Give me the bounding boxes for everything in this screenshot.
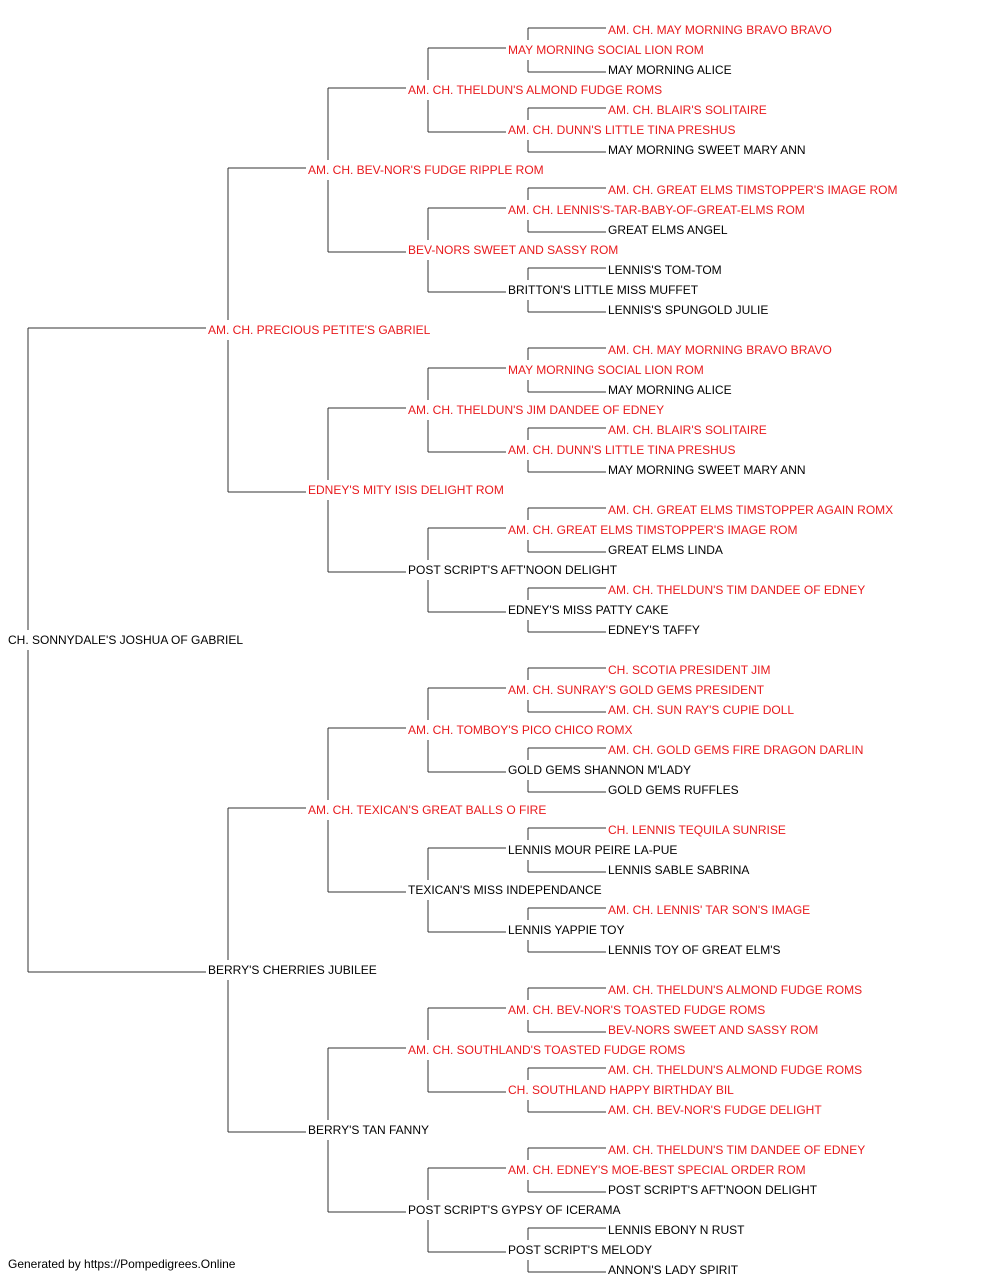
dog-name-gen5: LENNIS'S SPUNGOLD JULIE — [608, 303, 768, 317]
dog-name-gen5: AM. CH. THELDUN'S ALMOND FUDGE ROMS — [608, 983, 862, 997]
dog-name-gen5: ANNON'S LADY SPIRIT — [608, 1263, 739, 1277]
dog-name-gen4: POST SCRIPT'S MELODY — [508, 1243, 652, 1257]
dog-name-gen4: CH. SOUTHLAND HAPPY BIRTHDAY BIL — [508, 1083, 734, 1097]
dog-name-gen5: AM. CH. BLAIR'S SOLITAIRE — [608, 423, 767, 437]
dog-name-gen4: AM. CH. BEV-NOR'S TOASTED FUDGE ROMS — [508, 1003, 765, 1017]
dog-name-gen4: AM. CH. EDNEY'S MOE-BEST SPECIAL ORDER R… — [508, 1163, 806, 1177]
dog-name-gen4: AM. CH. GREAT ELMS TIMSTOPPER'S IMAGE RO… — [508, 523, 797, 537]
dog-name-gen2: AM. CH. BEV-NOR'S FUDGE RIPPLE ROM — [308, 163, 544, 177]
dog-name-gen2: BERRY'S TAN FANNY — [308, 1123, 429, 1137]
dog-name-gen4: AM. CH. DUNN'S LITTLE TINA PRESHUS — [508, 443, 735, 457]
dog-name-gen5: LENNIS EBONY N RUST — [608, 1223, 745, 1237]
dog-name-gen4: LENNIS MOUR PEIRE LA-PUE — [508, 843, 677, 857]
pedigree-labels: CH. SONNYDALE'S JOSHUA OF GABRIEL AM. CH.… — [8, 23, 897, 1277]
dog-name-gen1: AM. CH. PRECIOUS PETITE'S GABRIEL — [208, 323, 431, 337]
dog-name-gen4: BRITTON'S LITTLE MISS MUFFET — [508, 283, 699, 297]
dog-name-gen3: POST SCRIPT'S GYPSY OF ICERAMA — [408, 1203, 621, 1217]
dog-name-gen5: AM. CH. MAY MORNING BRAVO BRAVO — [608, 23, 832, 37]
dog-name-gen5: EDNEY'S TAFFY — [608, 623, 700, 637]
dog-name-gen5: AM. CH. MAY MORNING BRAVO BRAVO — [608, 343, 832, 357]
dog-name-gen5: BEV-NORS SWEET AND SASSY ROM — [608, 1023, 818, 1037]
dog-name-gen5: AM. CH. BLAIR'S SOLITAIRE — [608, 103, 767, 117]
dog-name-gen3: AM. CH. THELDUN'S JIM DANDEE OF EDNEY — [408, 403, 664, 417]
dog-name-gen4: GOLD GEMS SHANNON M'LADY — [508, 763, 691, 777]
footer-credit: Generated by https://Pompedigrees.Online — [8, 1257, 236, 1271]
dog-name-gen3: TEXICAN'S MISS INDEPENDANCE — [408, 883, 602, 897]
dog-name-gen5: CH. SCOTIA PRESIDENT JIM — [608, 663, 770, 677]
dog-name-gen5: MAY MORNING ALICE — [608, 63, 732, 77]
dog-name-gen5: GREAT ELMS ANGEL — [608, 223, 728, 237]
dog-name-gen1: BERRY'S CHERRIES JUBILEE — [208, 963, 377, 977]
dog-name-gen5: AM. CH. GREAT ELMS TIMSTOPPER AGAIN ROMX — [608, 503, 893, 517]
dog-name-gen3: POST SCRIPT'S AFT'NOON DELIGHT — [408, 563, 618, 577]
dog-name-gen5: AM. CH. THELDUN'S TIM DANDEE OF EDNEY — [608, 583, 865, 597]
dog-name-gen5: GOLD GEMS RUFFLES — [608, 783, 739, 797]
dog-name-gen4: LENNIS YAPPIE TOY — [508, 923, 625, 937]
dog-name-gen5: AM. CH. THELDUN'S ALMOND FUDGE ROMS — [608, 1063, 862, 1077]
dog-name-gen5: MAY MORNING SWEET MARY ANN — [608, 463, 806, 477]
dog-name-gen5: GREAT ELMS LINDA — [608, 543, 723, 557]
dog-name-gen5: LENNIS SABLE SABRINA — [608, 863, 749, 877]
dog-name-gen4: AM. CH. LENNIS'S-TAR-BABY-OF-GREAT-ELMS … — [508, 203, 805, 217]
dog-name-gen4: AM. CH. SUNRAY'S GOLD GEMS PRESIDENT — [508, 683, 765, 697]
dog-name-gen4: EDNEY'S MISS PATTY CAKE — [508, 603, 668, 617]
dog-name-gen2: AM. CH. TEXICAN'S GREAT BALLS O FIRE — [308, 803, 546, 817]
dog-name-gen5: AM. CH. LENNIS' TAR SON'S IMAGE — [608, 903, 810, 917]
dog-name-gen0: CH. SONNYDALE'S JOSHUA OF GABRIEL — [8, 633, 243, 647]
dog-name-gen3: AM. CH. SOUTHLAND'S TOASTED FUDGE ROMS — [408, 1043, 685, 1057]
connector-lines — [27, 27, 606, 1273]
dog-name-gen5: LENNIS TOY OF GREAT ELM'S — [608, 943, 781, 957]
dog-name-gen5: MAY MORNING SWEET MARY ANN — [608, 143, 806, 157]
dog-name-gen3: AM. CH. TOMBOY'S PICO CHICO ROMX — [408, 723, 633, 737]
dog-name-gen5: AM. CH. GREAT ELMS TIMSTOPPER'S IMAGE RO… — [608, 183, 897, 197]
dog-name-gen5: AM. CH. GOLD GEMS FIRE DRAGON DARLIN — [608, 743, 863, 757]
dog-name-gen5: AM. CH. BEV-NOR'S FUDGE DELIGHT — [608, 1103, 822, 1117]
dog-name-gen5: LENNIS'S TOM-TOM — [608, 263, 722, 277]
dog-name-gen5: POST SCRIPT'S AFT'NOON DELIGHT — [608, 1183, 818, 1197]
dog-name-gen2: EDNEY'S MITY ISIS DELIGHT ROM — [308, 483, 504, 497]
dog-name-gen3: BEV-NORS SWEET AND SASSY ROM — [408, 243, 618, 257]
dog-name-gen4: AM. CH. DUNN'S LITTLE TINA PRESHUS — [508, 123, 735, 137]
dog-name-gen5: AM. CH. THELDUN'S TIM DANDEE OF EDNEY — [608, 1143, 865, 1157]
dog-name-gen4: MAY MORNING SOCIAL LION ROM — [508, 363, 704, 377]
dog-name-gen3: AM. CH. THELDUN'S ALMOND FUDGE ROMS — [408, 83, 662, 97]
dog-name-gen4: MAY MORNING SOCIAL LION ROM — [508, 43, 704, 57]
dog-name-gen5: AM. CH. SUN RAY'S CUPIE DOLL — [608, 703, 794, 717]
dog-name-gen5: CH. LENNIS TEQUILA SUNRISE — [608, 823, 786, 837]
dog-name-gen5: MAY MORNING ALICE — [608, 383, 732, 397]
